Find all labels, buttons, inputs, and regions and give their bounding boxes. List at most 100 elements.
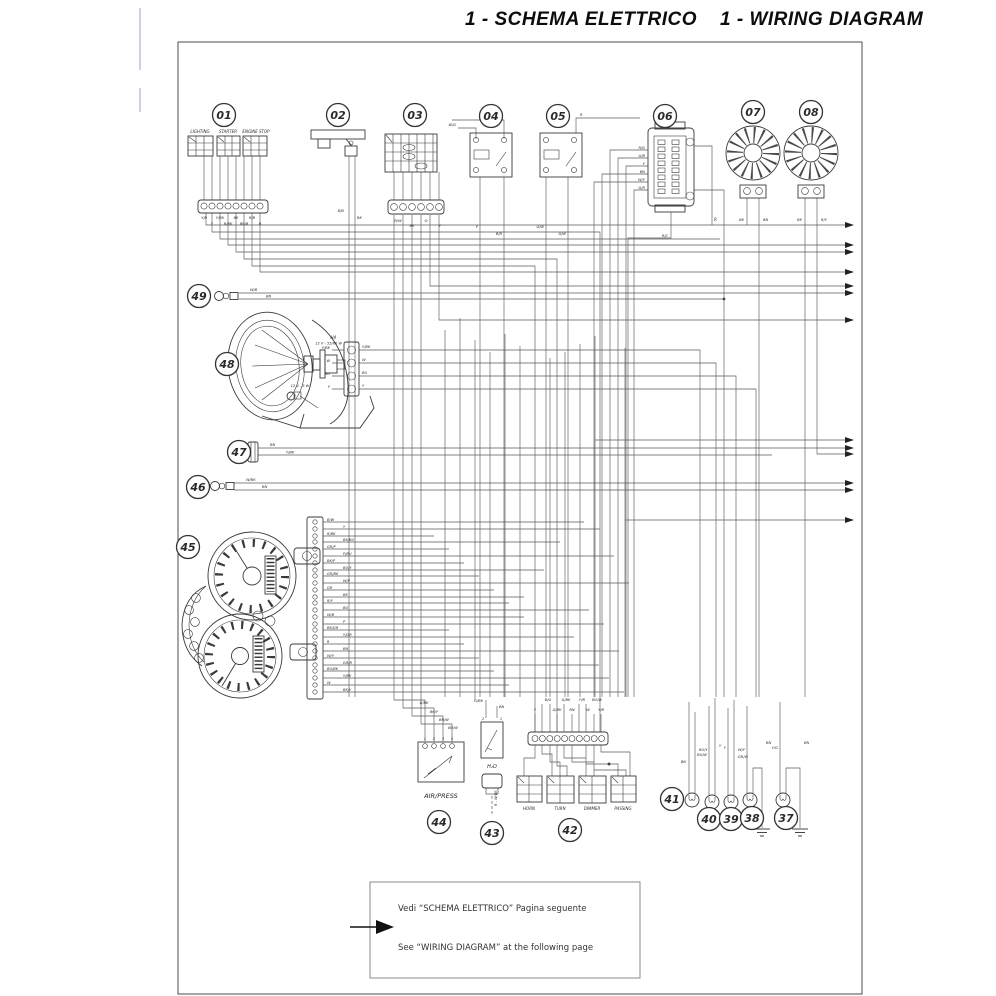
wire-label: Y/BK [216, 216, 225, 220]
pin-label: P [343, 620, 346, 624]
wire-label: GR/W [738, 755, 748, 759]
wire-label: G/BK [474, 699, 483, 703]
wire-label: G/B [639, 154, 646, 158]
wire-label: Y/BK [362, 345, 371, 349]
svg-text:05: 05 [550, 110, 566, 123]
callout-02: 02 [325, 102, 351, 128]
wire-label: W/G [448, 123, 456, 127]
pin-label: BN [343, 647, 348, 651]
wire-label: W [326, 359, 330, 363]
wire-label: Y [724, 746, 727, 750]
note-line-italian: Vedi “SCHEMA ELETTRICO” Pagina seguente [398, 904, 587, 914]
wire-label: G/BK [553, 708, 562, 712]
svg-text:02: 02 [330, 109, 346, 122]
pin-number: 1 [500, 717, 502, 721]
component-42-left-switch: B/G G/BK P/B BU/W Y G/BK BN W Y/B HORN T… [516, 698, 637, 811]
pin-label: GR/R [343, 661, 352, 665]
component-08-fan: BK R/Y [783, 125, 839, 222]
wire-label: O [425, 219, 428, 223]
page-title: 1 - SCHEMA ELETTRICO 1 - WIRING DIAGRAM [465, 9, 923, 30]
wire-label: B/R [496, 232, 503, 236]
svg-text:03: 03 [407, 109, 423, 122]
callout-42: 42 [557, 817, 583, 843]
wire-label: BU/W [697, 753, 707, 757]
item-47-connector: BN Y/BK [247, 441, 295, 463]
wire-label: BN [262, 485, 267, 489]
callout-01: 01 [211, 102, 237, 128]
callout-41: 41 [659, 786, 685, 812]
wire-label: Y [211, 222, 214, 226]
wire-label: BU/Y [699, 748, 708, 752]
wire-label: W/Y [738, 748, 746, 752]
note-line-english: See “WIRING DIAGRAM” at the following pa… [398, 943, 593, 953]
pin-label: BK/BU [343, 538, 354, 542]
cap-wire-label: R - W/BK [494, 790, 498, 806]
note-box: Vedi “SCHEMA ELETTRICO” Pagina seguente … [350, 881, 641, 979]
starter-switch-label: STARTER [219, 129, 237, 134]
dimmer-switch-label: DIMMER [584, 806, 601, 811]
svg-text:44: 44 [430, 816, 446, 829]
wire-label: Y/B [201, 216, 207, 220]
wire-label: G/R [639, 186, 646, 190]
wire-label: G/BK [420, 701, 429, 705]
pin-label: W/P [343, 579, 351, 583]
component-06-connector-block: R/G G/B Y BN W/Y G/R R/C [638, 121, 695, 238]
wire-label: R [580, 113, 583, 117]
wire-label: Y [643, 162, 646, 166]
callout-08: 08 [798, 99, 824, 125]
wire-label: Y [328, 385, 331, 389]
callout-46: 46 [185, 474, 211, 500]
ground-symbol [792, 828, 808, 837]
wire-label: R/B [249, 216, 256, 220]
pin-label: W [327, 681, 331, 685]
wire-label: BU/W [592, 698, 602, 702]
svg-text:48: 48 [218, 358, 235, 371]
wire-label: BN [804, 741, 809, 745]
callout-06: 06 [652, 103, 678, 129]
horn-switch-label: HORN [523, 806, 535, 811]
wire-label: W [586, 708, 590, 712]
pin-label: R/Y [327, 599, 334, 603]
sensor-43-water-temp: G/BK BN 2 1 H₂O R - W/BK [474, 699, 504, 814]
wire-label: BN [763, 218, 768, 222]
callout-37: 37 [773, 805, 799, 831]
wire-label: P/B [579, 698, 585, 702]
pin-label: R [327, 640, 330, 644]
wire-label: BN/W [439, 718, 449, 722]
wire-label: Y [719, 744, 722, 748]
svg-text:37: 37 [778, 812, 794, 825]
air-press-label: AIR/PRESS [423, 792, 458, 800]
pin-label: B/W [327, 518, 335, 522]
wire-label: BU [325, 372, 330, 376]
svg-text:01: 01 [216, 109, 231, 122]
svg-text:45: 45 [179, 541, 196, 554]
item-46-bulb: W/BK BN [210, 478, 267, 491]
pin-label: BU/BK [327, 667, 339, 671]
pin-label: GR/BK [327, 572, 339, 576]
svg-text:39: 39 [723, 813, 739, 826]
callout-49: 49 [186, 283, 212, 309]
position-bulb-power-label: 12 V - 5 W [291, 384, 310, 388]
callout-07: 07 [740, 99, 766, 125]
wire-label: Y [362, 384, 365, 388]
svg-text:07: 07 [745, 106, 761, 119]
wire-label: R/BK [224, 222, 233, 226]
callout-04: 04 [478, 103, 504, 129]
wire-label: R [259, 222, 262, 226]
svg-text:49: 49 [190, 290, 207, 303]
item-45-instrument-cluster: B/W Y R/BK BK/BU GR/P P/BU BK/P BU/Y GR/… [181, 516, 629, 700]
wire-label: BU [362, 371, 367, 375]
wire-label: R/Y [821, 218, 828, 222]
pin-label: BK/Y [343, 688, 352, 692]
pin-label: GR/P [327, 545, 336, 549]
pin-label: R/BK [327, 532, 336, 536]
pin-label: BU [343, 606, 348, 610]
svg-text:46: 46 [189, 481, 206, 494]
wire-label: BK [739, 218, 744, 222]
wire-label: B/N [338, 209, 345, 213]
title-italian: 1 - SCHEMA ELETTRICO [465, 9, 697, 30]
wire-label: Y [534, 708, 537, 712]
pin-label: Y/GR [343, 633, 352, 637]
component-07-fan: BK BN [725, 125, 781, 222]
